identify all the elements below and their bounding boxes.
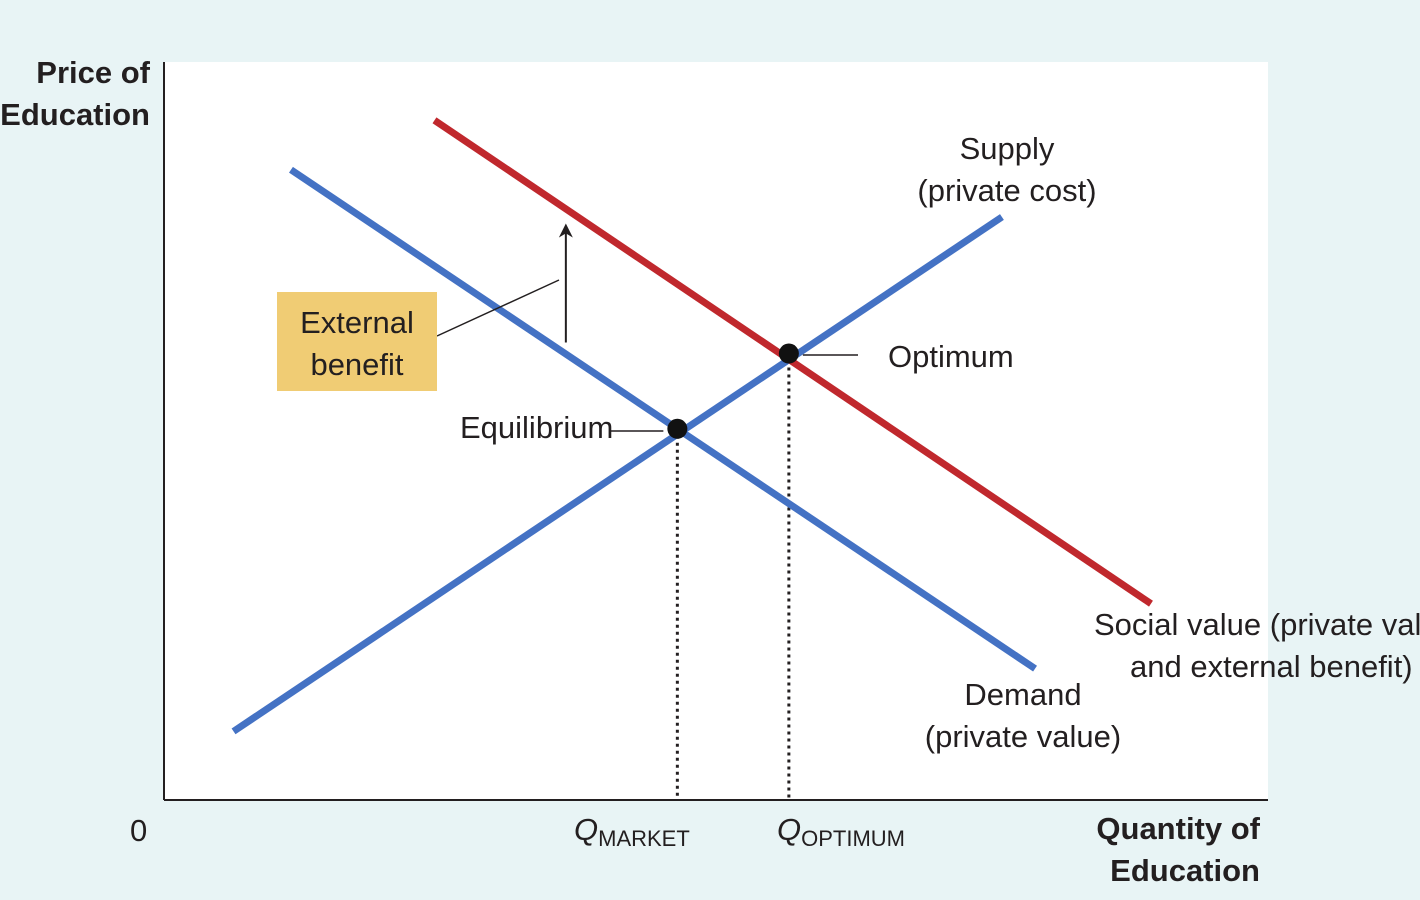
origin-label: 0 (130, 813, 148, 848)
q-optimum-letter: Q (777, 812, 802, 847)
supply-curve (231, 214, 1004, 735)
equilibrium-label: Equilibrium (460, 410, 614, 445)
q-optimum-label: QOPTIMUM (777, 812, 905, 852)
social-value-label: Social value (private value and external… (1094, 604, 1420, 688)
optimum-label: Optimum (888, 339, 1014, 374)
social-value-label-line-2: and external benefit) (1130, 649, 1413, 684)
supply-label: Supply (private cost) (907, 128, 1107, 212)
demand-label-line-2: (private value) (924, 719, 1122, 754)
q-market-letter: Q (574, 812, 599, 847)
equilibrium-point (667, 418, 688, 439)
external-benefit-line-2: benefit (310, 347, 404, 382)
demand-label-line-1: Demand (964, 677, 1082, 712)
optimum-point (778, 343, 799, 364)
x-axis-label: Quantity of Education (1060, 808, 1260, 892)
social-value-label-line-1: Social value (private value (1094, 607, 1420, 642)
x-axis-label-line-1: Quantity of (1096, 811, 1260, 846)
q-market-subscript: MARKET (598, 826, 690, 851)
demand-label: Demand (private value) (913, 674, 1133, 758)
q-market-label: QMARKET (574, 812, 690, 852)
y-axis-label-line-1: Price of (36, 55, 150, 90)
x-axis-label-line-2: Education (1110, 853, 1260, 888)
external-benefit-leader (436, 279, 560, 337)
y-axis-label-line-2: Education (0, 97, 150, 132)
plot-area (164, 62, 1268, 800)
demand-curve (289, 166, 1038, 672)
q-optimum-subscript: OPTIMUM (801, 826, 906, 851)
y-axis-label: Price of Education (0, 52, 150, 136)
supply-label-line-2: (private cost) (917, 173, 1097, 208)
external-benefit-box: External benefit (277, 292, 437, 391)
external-benefit-line-1: External (300, 305, 414, 340)
supply-label-line-1: Supply (959, 131, 1055, 166)
